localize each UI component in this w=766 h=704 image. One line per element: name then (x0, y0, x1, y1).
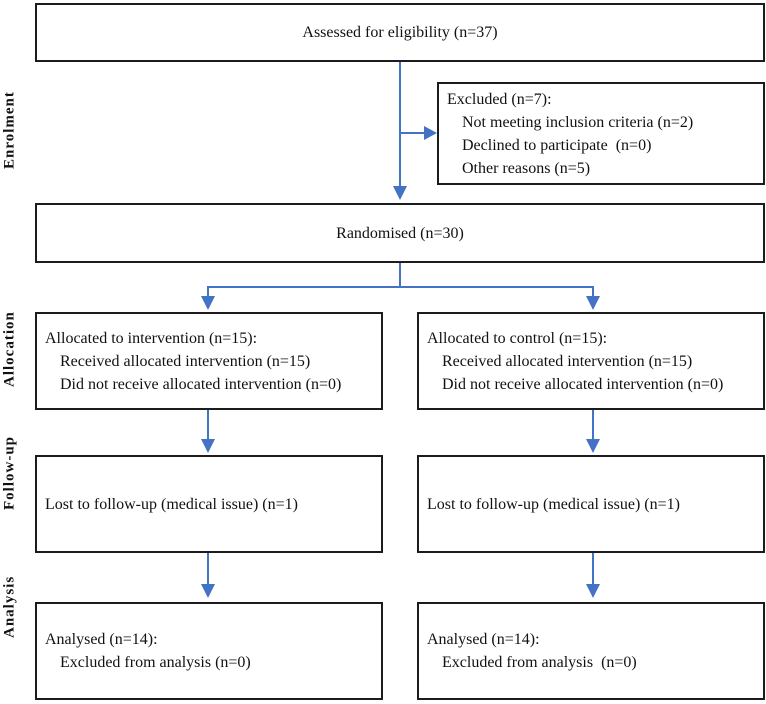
stage-label-analysis: Analysis (1, 575, 18, 639)
box-line: Excluded from analysis (n=0) (442, 654, 637, 671)
box-line: Did not receive allocated intervention (… (60, 375, 342, 393)
arrowhead-to-randomised (393, 186, 407, 200)
stage-label-allocation: Allocation (1, 311, 18, 387)
box-line: Declined to participate (n=0) (462, 136, 652, 154)
arrowhead-to-excluded (424, 126, 437, 140)
box-randomised: Randomised (n=30) (35, 203, 765, 263)
box-line: Other reasons (n=5) (462, 159, 591, 177)
arrowhead-intervention-followup (201, 439, 215, 453)
box-line: Received allocated intervention (n=15) (60, 352, 311, 370)
arrowhead-to-allocated-intervention (201, 296, 215, 310)
box-allocated-control: Allocated to control (n=15): Received al… (417, 312, 765, 410)
box-line: Allocated to control (n=15): (427, 329, 608, 347)
box-analysed-control: Analysed (n=14): Excluded from analysis … (417, 602, 765, 700)
box-text: Assessed for eligibility (n=37) (302, 24, 498, 41)
box-text: Lost to follow-up (medical issue) (n=1) (45, 495, 298, 513)
box-line: Received allocated intervention (n=15) (442, 352, 693, 370)
box-allocated-intervention: Allocated to intervention (n=15): Receiv… (35, 312, 383, 410)
box-line: Did not receive allocated intervention (… (442, 375, 724, 393)
box-line: Excluded from analysis (n=0) (60, 654, 251, 671)
stage-label-enrolment: Enrolment (1, 91, 18, 169)
box-analysed-intervention: Analysed (n=14): Excluded from analysis … (35, 602, 383, 700)
box-line: Allocated to intervention (n=15): (45, 329, 258, 347)
stage-label-followup: Follow-up (1, 436, 18, 511)
box-text: Randomised (n=30) (336, 224, 464, 242)
box-line: Not meeting inclusion criteria (n=2) (462, 113, 694, 131)
box-excluded: Excluded (n=7): Not meeting inclusion cr… (437, 82, 765, 185)
arrowhead-to-allocated-control (586, 296, 600, 310)
arrowhead-control-followup (586, 439, 600, 453)
box-line: Excluded (n=7): (447, 90, 552, 108)
box-followup-intervention: Lost to follow-up (medical issue) (n=1) (35, 455, 383, 553)
box-text: Lost to follow-up (medical issue) (n=1) (427, 495, 680, 513)
box-followup-control: Lost to follow-up (medical issue) (n=1) (417, 455, 765, 553)
arrowhead-intervention-analysis (201, 584, 215, 598)
arrowhead-control-analysis (586, 584, 600, 598)
box-line: Analysed (n=14): (427, 631, 540, 648)
box-line: Analysed (n=14): (45, 631, 158, 648)
box-assessed-for-eligibility: Assessed for eligibility (n=37) (35, 3, 765, 62)
arrow-randomised-split (207, 286, 594, 297)
